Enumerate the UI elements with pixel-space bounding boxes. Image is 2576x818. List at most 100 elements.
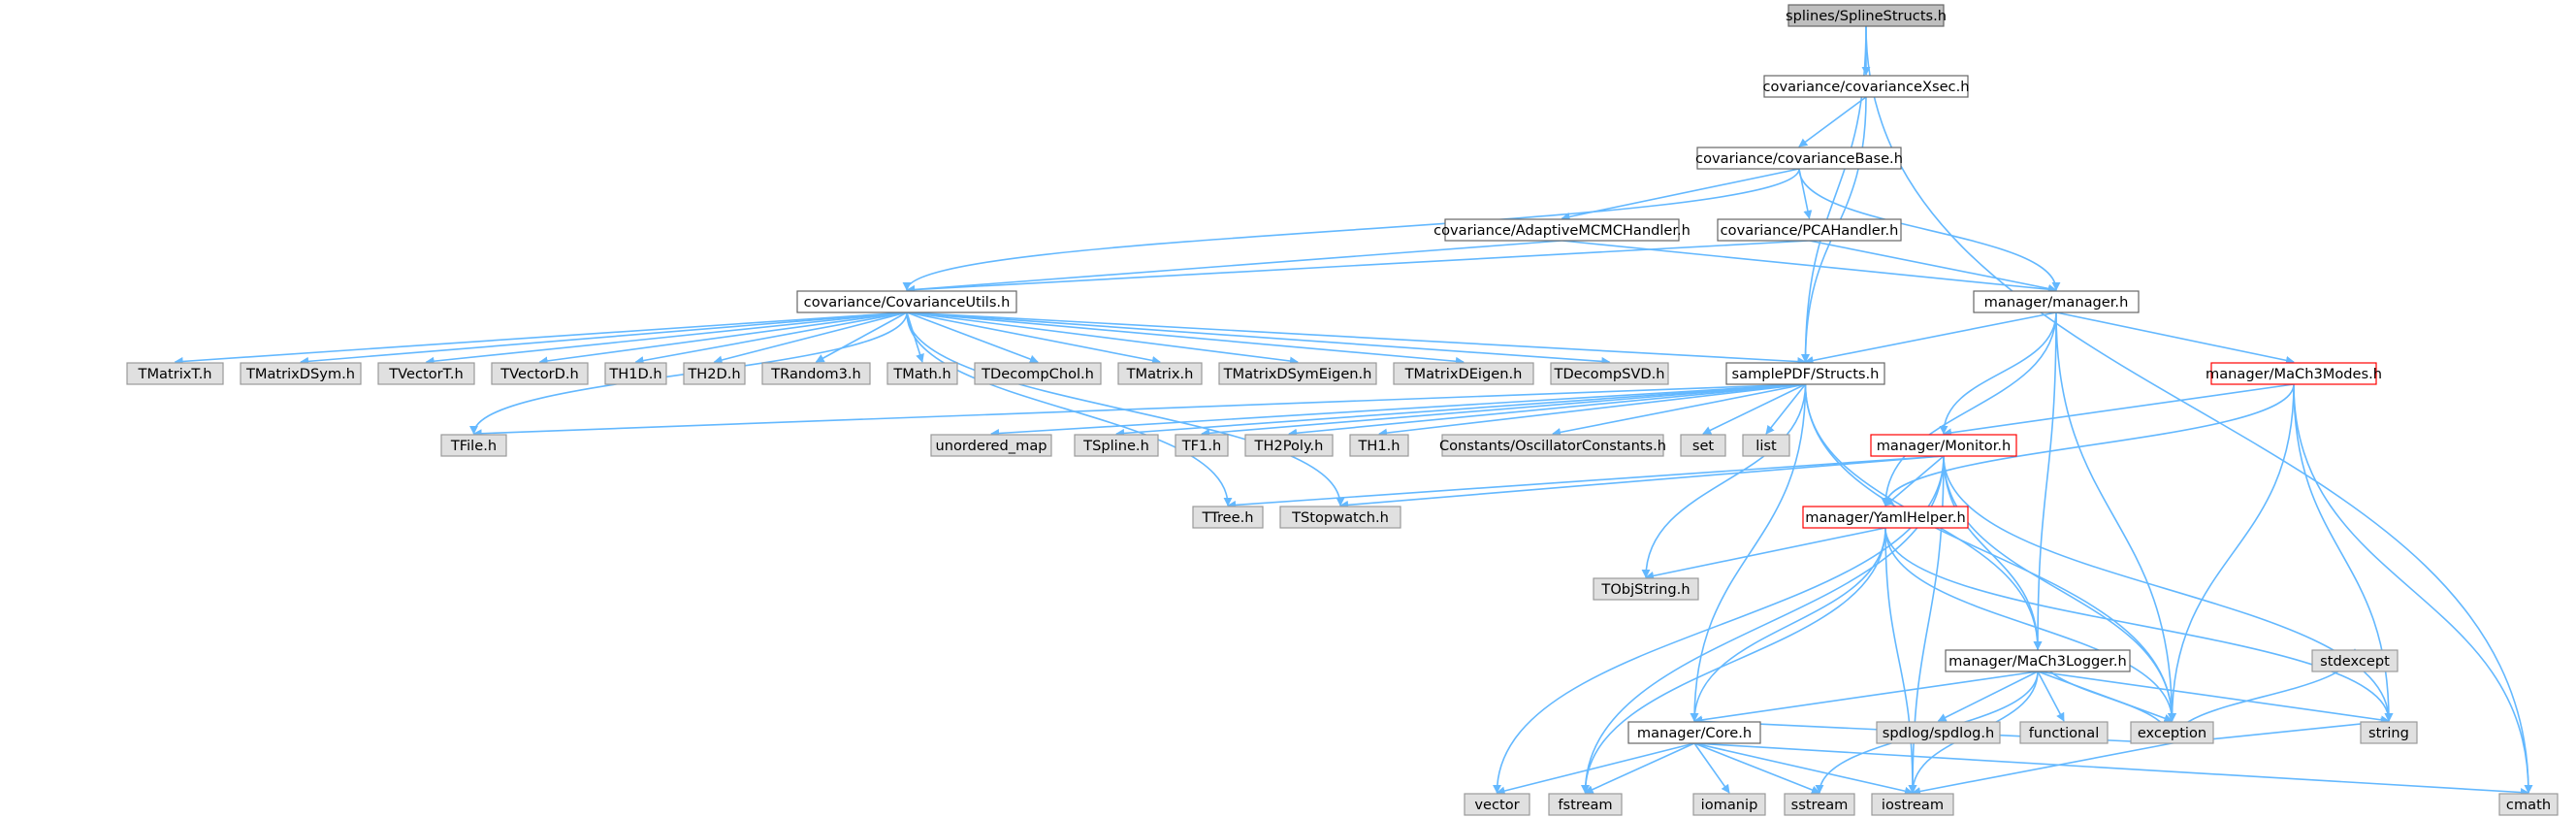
node-label: TF1.h [1181,438,1221,454]
edge-utils-to-TDecompChol [906,311,1039,364]
node-label: spdlog/spdlog.h [1883,725,1995,741]
node-box [1973,290,2140,313]
node-box [491,362,589,385]
node-xsec[interactable]: covariance/covarianceXsec.h [1763,75,1970,98]
node-sstream: sstream [1784,793,1855,816]
node-iostream: iostream [1871,793,1954,816]
node-box [1763,75,1969,98]
node-box [1692,793,1766,816]
node-pca[interactable]: covariance/PCAHandler.h [1717,218,1902,242]
node-box [1784,793,1855,816]
edge-yaml-to-iostream [1884,527,1917,794]
node-label: manager/Monitor.h [1877,438,2012,454]
node-label: string [2368,725,2409,741]
node-manager[interactable]: manager/manager.h [1973,290,2140,313]
edge-modes-to-cmath [2293,383,2533,794]
edge-structs-to-TFile [472,383,1806,439]
node-TStopwatch: TStopwatch.h [1279,506,1401,529]
node-box [377,362,475,385]
node-label: iomanip [1701,797,1758,813]
node-vector: vector [1464,793,1530,816]
node-TVectorD: TVectorD.h [491,362,589,385]
node-label: TTree.h [1202,509,1254,526]
edge-structs-to-TH1 [1378,383,1806,438]
node-label: covariance/covarianceXsec.h [1763,79,1970,95]
edge-adapt-to-manager [1562,240,2057,294]
edge-structs-to-OscConst [1552,383,1806,437]
node-modes[interactable]: manager/MaCh3Modes.h [2206,362,2382,385]
node-box [1218,362,1377,385]
edge-modes-to-yaml [1881,383,2295,507]
edge-modes-to-monitor [1943,383,2295,438]
node-adapt[interactable]: covariance/AdaptiveMCMCHandler.h [1433,218,1690,242]
node-TDecompSVD: TDecompSVD.h [1550,362,1669,385]
node-label: set [1692,438,1715,454]
node-utils[interactable]: covariance/CovarianceUtils.h [796,290,1017,313]
node-box [604,362,667,385]
edge-structs-to-TObjString [1641,383,1807,578]
node-label: samplePDF/Structs.h [1732,366,1880,382]
node-label: TMatrix.h [1126,366,1194,382]
node-TDecompChol: TDecompChol.h [974,362,1102,385]
node-label: TDecompChol.h [981,366,1094,382]
node-label: TH2Poly.h [1254,438,1324,454]
edge-yaml-to-core [1690,527,1886,722]
edge-utils-to-TMatrixT [174,311,908,366]
node-TVectorT: TVectorT.h [377,362,475,385]
node-label: list [1755,438,1777,454]
node-label: TFile.h [450,438,497,454]
edge-structs-to-unordered_map [990,383,1806,439]
node-list: list [1742,434,1790,457]
edge-manager-to-yaml [1881,311,2057,507]
node-label: TStopwatch.h [1291,509,1389,526]
node-base[interactable]: covariance/covarianceBase.h [1695,147,1903,170]
node-iomanip: iomanip [1692,793,1766,816]
node-box [1175,434,1229,457]
node-label: TMatrixDSym.h [245,366,355,382]
node-logger[interactable]: manager/MaCh3Logger.h [1945,649,2131,672]
node-root[interactable]: splines/SplineStructs.h [1786,4,1947,27]
edge-adapt-to-utils [906,240,1562,294]
node-box [440,434,507,457]
edge-pca-to-manager [1809,240,2057,293]
node-monitor[interactable]: manager/Monitor.h [1870,434,2017,457]
node-box [796,290,1017,313]
node-TMatrix: TMatrix.h [1117,362,1203,385]
node-box [2130,721,2214,744]
node-cmath: cmath [2498,793,2559,816]
edge-base-to-manager [1798,168,2061,291]
edge-structs-to-TH2Poly [1288,383,1806,438]
node-spdlog: spdlog/spdlog.h [1876,721,2001,744]
edge-utils-to-TMatrix [906,311,1161,365]
node-structs[interactable]: samplePDF/Structs.h [1725,362,1885,385]
node-yaml[interactable]: manager/YamlHelper.h [1802,506,1969,529]
node-TMatrixT: TMatrixT.h [126,362,224,385]
edge-structs-to-set [1702,383,1806,435]
node-box [2498,793,2559,816]
node-label: stdexcept [2320,653,2390,670]
node-label: functional [2029,725,2100,741]
edge-utils-to-TDecompSVD [906,311,1611,366]
node-exception: exception [2130,721,2214,744]
edge-manager-to-monitor [1939,311,2057,435]
node-label: cmath [2506,797,2551,813]
node-functional: functional [2019,721,2109,744]
edge-core-to-iostream [1693,742,1914,796]
node-box [1464,793,1530,816]
node-box [1870,434,2017,457]
node-label: manager/YamlHelper.h [1805,509,1965,526]
node-TRandom3: TRandom3.h [761,362,871,385]
node-TMath: TMath.h [886,362,958,385]
edge-utils-to-TTree [906,311,1233,507]
edge-utils-to-TMatrixDEigen [906,311,1465,366]
node-TSpline: TSpline.h [1074,434,1159,457]
node-box [1550,362,1669,385]
node-core[interactable]: manager/Core.h [1627,721,1761,744]
node-label: splines/SplineStructs.h [1786,8,1947,24]
node-box [1548,793,1623,816]
node-box [1876,721,2001,744]
node-box [2019,721,2109,744]
node-TMatrixDSym: TMatrixDSym.h [240,362,362,385]
node-TH2D: TH2D.h [683,362,746,385]
node-TH1: TH1.h [1349,434,1409,457]
